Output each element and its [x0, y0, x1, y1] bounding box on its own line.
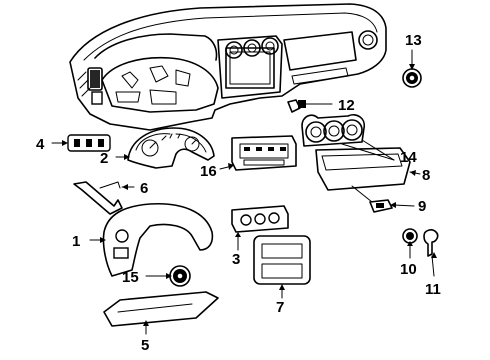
callout-4: 4: [36, 136, 45, 153]
part-10-lock-cylinder: [402, 228, 418, 259]
part-3-switch-bank: [231, 205, 289, 251]
callout-13: 13: [405, 32, 422, 49]
part-14-gauge-set: [301, 113, 395, 161]
callout-1: 1: [72, 233, 80, 250]
part-1-instrument-bezel: [89, 202, 214, 277]
callout-6: 6: [140, 180, 148, 197]
part-9-latch: [351, 185, 415, 213]
part-11-key: [423, 229, 439, 277]
callout-15: 15: [122, 269, 139, 286]
part-7-trim-frame: [253, 235, 311, 299]
callout-8: 8: [422, 167, 430, 184]
part-16-climate-control: [219, 135, 297, 171]
part-5-lower-trim: [103, 291, 219, 335]
callout-14: 14: [400, 149, 417, 166]
callout-3: 3: [232, 251, 240, 268]
dashboard-panel: [69, 3, 387, 131]
part-4-switch-panel: [51, 134, 111, 152]
callout-12: 12: [338, 97, 355, 114]
part-13-round-knob: [402, 49, 422, 88]
part-6-bracket: [73, 181, 135, 215]
callout-16: 16: [200, 163, 217, 180]
callout-11: 11: [425, 281, 441, 298]
part-15-knob: [145, 265, 191, 287]
part-2-instrument-cluster: [115, 127, 215, 169]
callout-10: 10: [400, 261, 417, 278]
callout-5: 5: [141, 337, 149, 354]
callout-2: 2: [100, 150, 108, 167]
callout-9: 9: [418, 198, 426, 215]
callout-7: 7: [276, 299, 284, 316]
part-8-glove-box: [315, 147, 421, 191]
part-12-switch: [287, 99, 333, 113]
